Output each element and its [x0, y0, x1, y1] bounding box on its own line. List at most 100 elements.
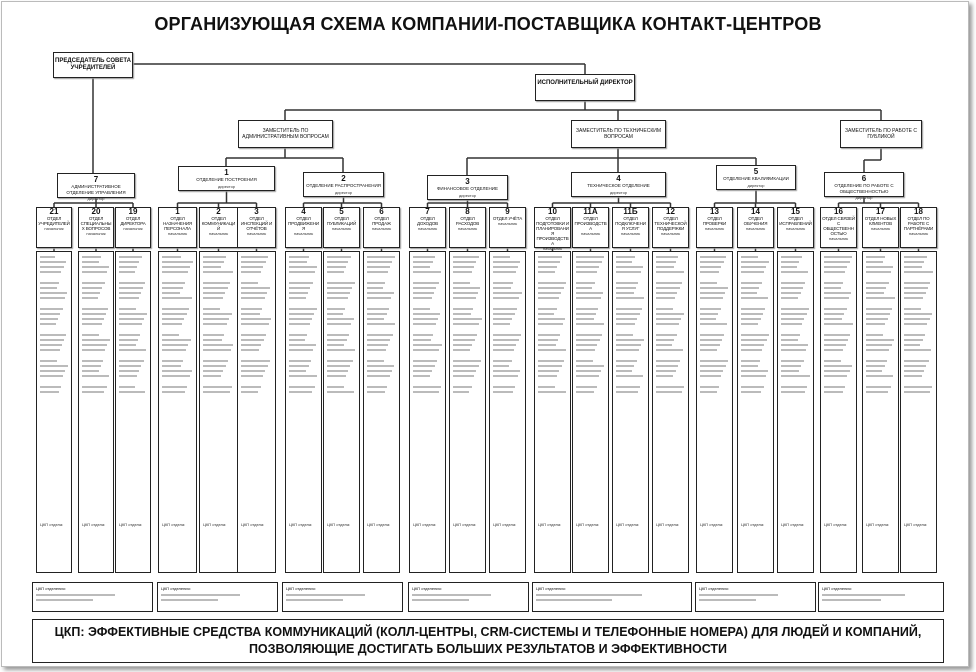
vfp-text-line: [536, 594, 643, 596]
department-number: 9: [505, 207, 510, 216]
function-text-line: [119, 323, 143, 325]
function-text-line: [241, 323, 269, 325]
function-text-line: [453, 334, 478, 336]
function-text-line: [453, 339, 475, 341]
function-text-line: [576, 375, 599, 377]
function-text-line: [576, 297, 601, 299]
function-text-line: [741, 370, 769, 372]
function-text-line: [327, 375, 346, 377]
function-text-line: [413, 287, 437, 289]
department-number: 1: [175, 207, 180, 216]
function-text-line: [40, 308, 63, 310]
function-text-line: [367, 386, 388, 388]
function-text-line: [162, 261, 193, 263]
function-text-line: [616, 287, 636, 289]
function-text-line: [40, 256, 56, 258]
department-head: начальник: [908, 231, 929, 236]
function-text-line: [824, 375, 848, 377]
department-name: ОТДЕЛ ИСПРАВЛЕНИЙ: [779, 216, 812, 226]
function-text-line: [493, 271, 516, 273]
function-text-line: [656, 313, 684, 315]
department-name: ОТДЕЛ УЧРЕДИТЕЛЕЙ: [38, 216, 70, 226]
function-text-line: [616, 386, 641, 388]
function-text-line: [327, 308, 346, 310]
function-text-line: [82, 386, 107, 388]
department-vfp-label: ЦКП отдела:: [40, 522, 64, 527]
function-text-line: [453, 370, 477, 372]
department-head: начальник: [44, 226, 64, 231]
division-head: директор: [217, 183, 236, 189]
function-text-line: [82, 266, 110, 268]
function-text-line: [413, 334, 434, 336]
function-text-line: [241, 339, 264, 341]
function-text-line: [367, 313, 387, 315]
function-text-line: [493, 297, 520, 299]
division-number: 7: [93, 175, 99, 184]
function-text-line: [162, 334, 180, 336]
department-name: ОТДЕЛ СВЯЗЕЙ С ОБЩЕСТВЕННОСТЬЮ: [822, 216, 855, 236]
function-text-line: [453, 292, 478, 294]
function-text-line: [367, 282, 386, 284]
function-text-line: [241, 360, 271, 362]
department-head: начальник: [580, 231, 601, 236]
function-text-line: [162, 391, 185, 393]
function-text-line: [162, 365, 181, 367]
function-text-line: [904, 344, 921, 346]
function-text-line: [493, 323, 511, 325]
function-text-line: [700, 323, 727, 325]
function-text-line: [656, 282, 683, 284]
function-text-line: [119, 313, 147, 315]
function-text-line: [413, 370, 433, 372]
department-functions: ЦКП отдела:: [737, 251, 774, 573]
function-text-line: [203, 266, 222, 268]
department-name: ОТДЕЛ ПРОДВИЖЕНИЯ: [288, 216, 319, 231]
function-text-line: [741, 318, 761, 320]
department-vfp-label: ЦКП отдела:: [241, 522, 265, 527]
function-text-line: [162, 360, 184, 362]
function-text-line: [203, 287, 228, 289]
vfp-text-line: [161, 599, 218, 601]
function-text-line: [493, 386, 516, 388]
function-text-line: [904, 339, 923, 341]
function-text-line: [866, 292, 884, 294]
function-text-line: [203, 339, 222, 341]
department-head: начальник: [417, 226, 438, 231]
department-number: 8: [465, 207, 470, 216]
function-text-line: [327, 287, 353, 289]
function-text-line: [741, 375, 766, 377]
function-text-line: [576, 308, 599, 310]
function-text-line: [700, 375, 722, 377]
function-text-line: [289, 370, 307, 372]
vfp-text-line: [286, 599, 343, 601]
function-text-line: [741, 323, 759, 325]
function-text-line: [493, 370, 520, 372]
function-text-line: [203, 271, 233, 273]
division-name: ОТДЕЛЕНИЕ ПО РАБОТЕ С ОБЩЕСТВЕННОСТЬЮ: [834, 183, 894, 194]
department-number: 16: [834, 207, 843, 216]
department-functions: ЦКП отдела:: [696, 251, 733, 573]
function-text-line: [119, 256, 142, 258]
function-text-line: [241, 271, 261, 273]
function-text-line: [413, 271, 442, 273]
deputy-admin-box: ЗАМЕСТИТЕЛЬ ПО АДМИНИСТРАТИВНЫМ ВОПРОСАМ: [238, 120, 333, 148]
banner-line-2: ПОЗВОЛЯЮЩИЕ ДОСТИГАТЬ БОЛЬШИХ РЕЗУЛЬТАТО…: [248, 642, 728, 656]
function-text-line: [40, 365, 68, 367]
vfp-text-line: [822, 594, 905, 596]
function-text-line: [289, 344, 316, 346]
department-name: ОТДЕЛ ИНСПЕКЦИЙ И ОТЧЁТОВ: [240, 216, 273, 231]
function-text-line: [493, 292, 522, 294]
function-text-line: [327, 360, 353, 362]
function-text-line: [40, 287, 57, 289]
function-text-line: [40, 323, 56, 325]
function-text-line: [327, 271, 344, 273]
department-vfp-label: ЦКП отдела:: [824, 522, 848, 527]
function-text-line: [327, 256, 351, 258]
